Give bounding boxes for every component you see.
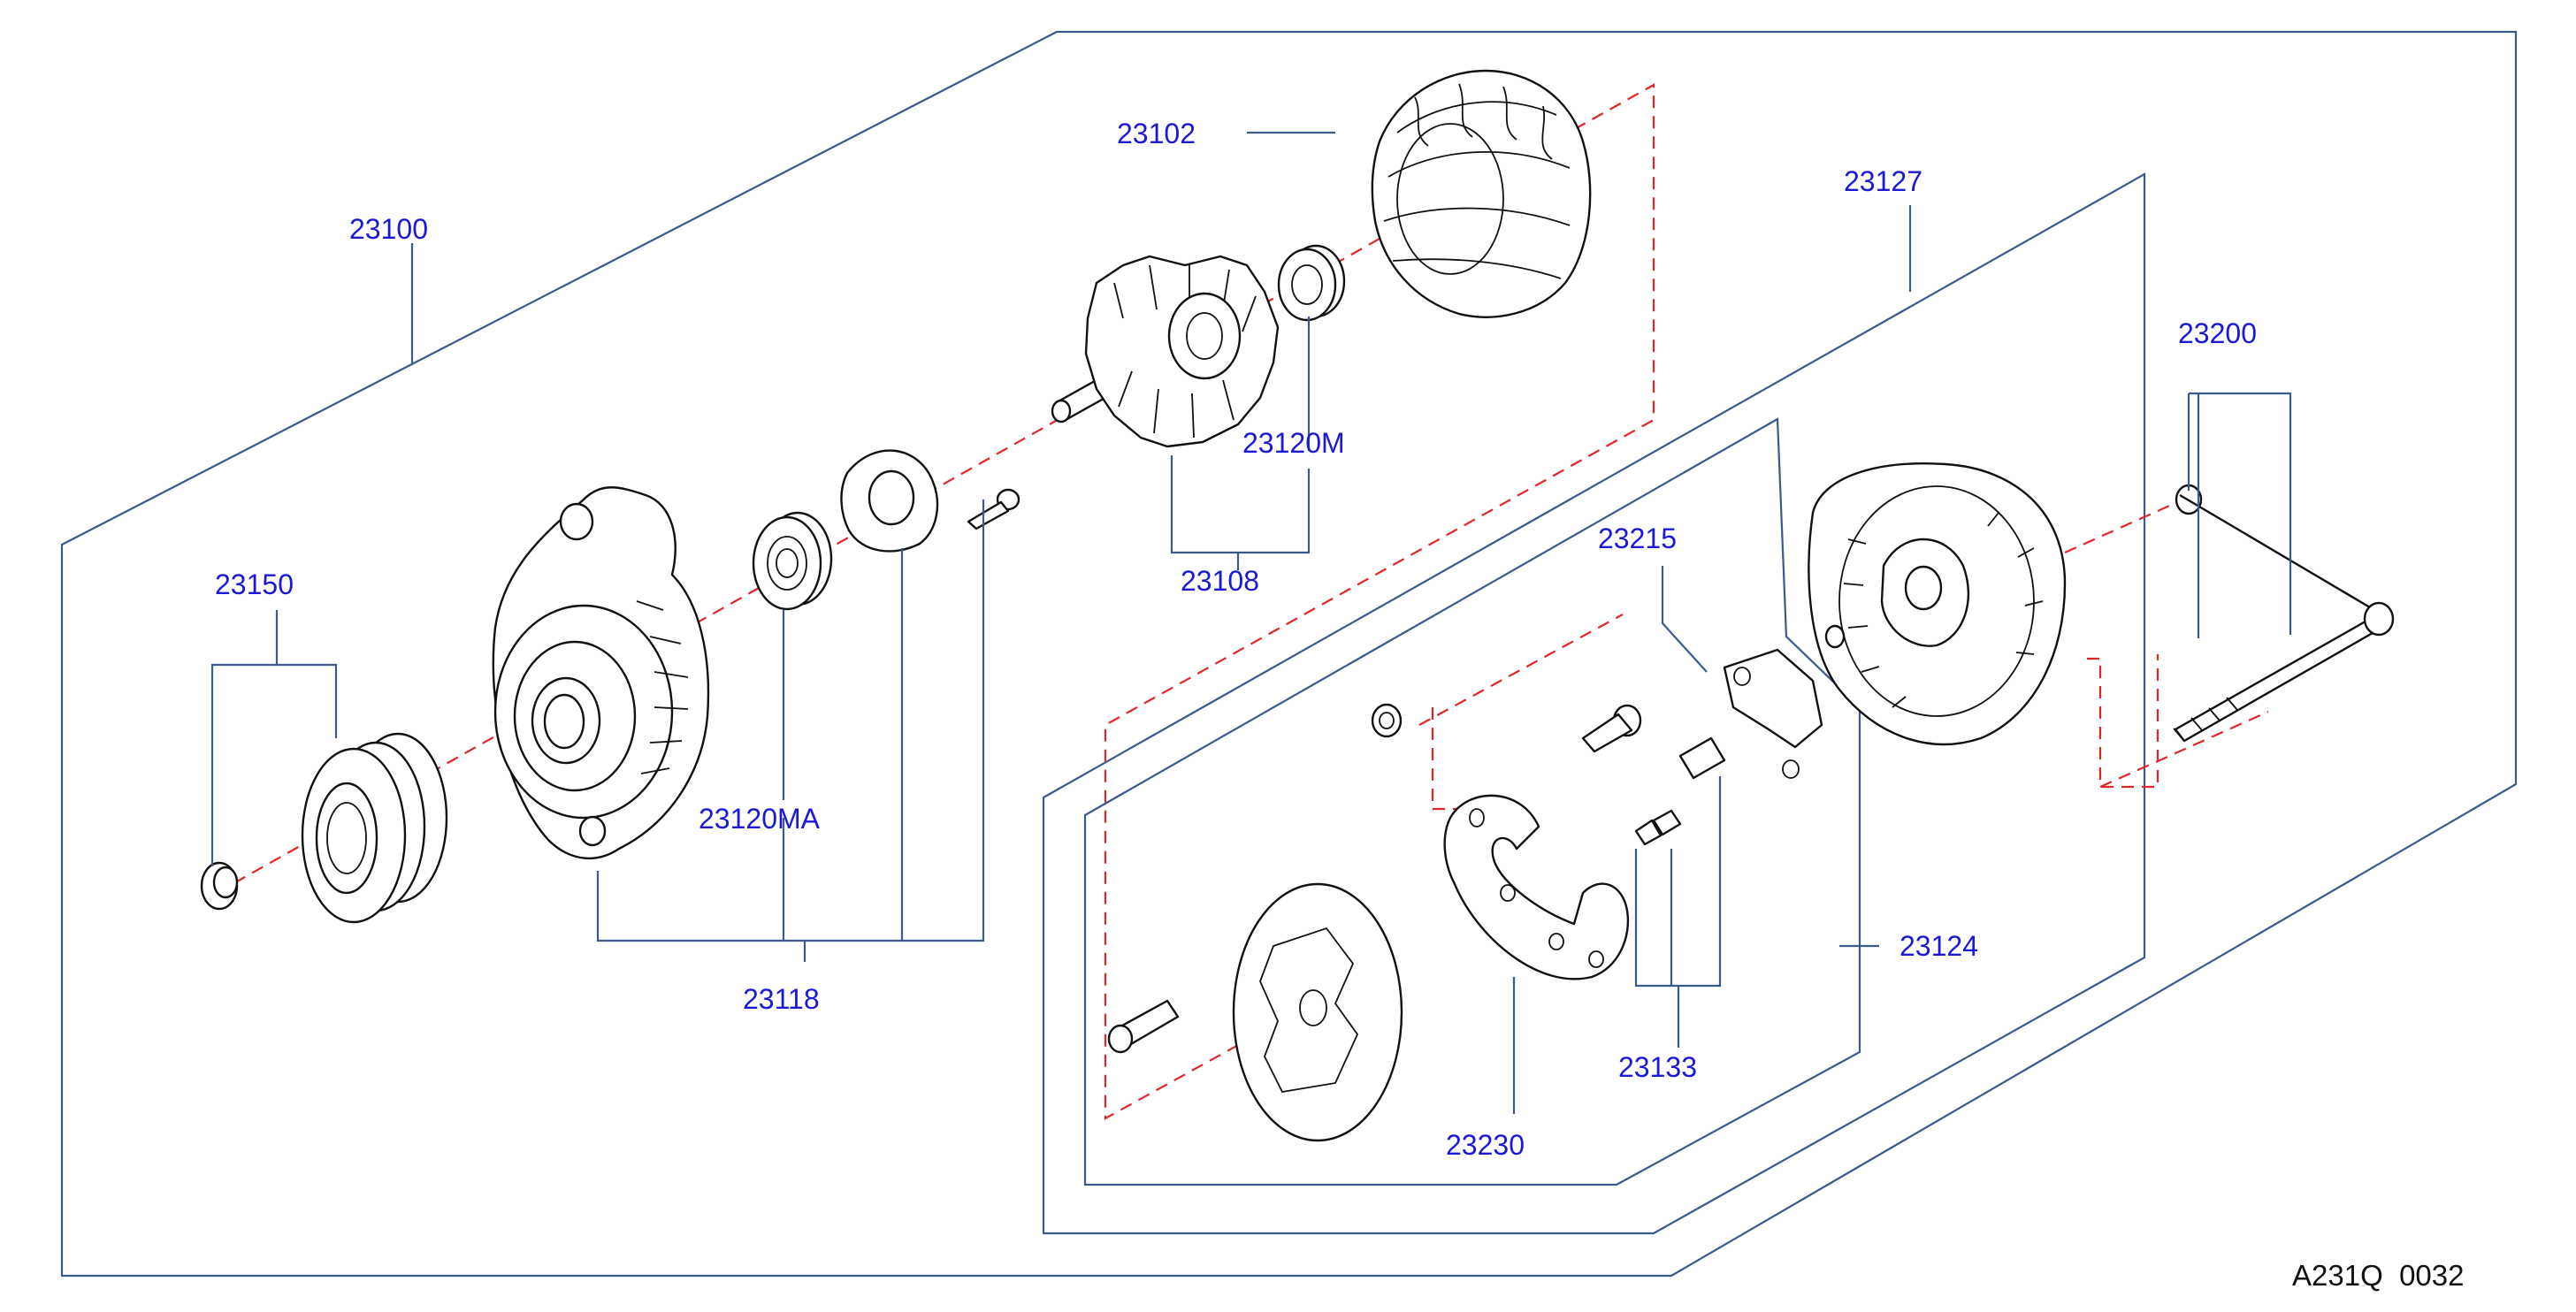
label-front-bracket-assy: 23118 [743,983,820,1015]
label-diode-assy: 23230 [1446,1129,1525,1161]
label-alternator-assy: 23100 [349,213,428,245]
stator [1371,69,1592,318]
frame-regulator [1083,417,1861,1186]
rear-cover [1808,462,2067,746]
pulley [301,732,448,924]
label-brush-holder: 23215 [1598,523,1677,554]
diode-plate [1443,794,1630,980]
label-brush: 23133 [1618,1051,1697,1083]
rotor [1051,255,1280,448]
label-regulator-assy: 23124 [1900,930,1978,962]
regulator-screw [1581,704,1642,753]
through-bolt [2173,484,2395,743]
label-rotor: 23108 [1181,565,1259,597]
label-stator: 23102 [1117,118,1196,149]
frame-rear-cover [1042,172,2146,1235]
label-pulley-set: 23150 [215,568,294,600]
retainer-plate [840,449,939,553]
label-front-bearing: 23120M [1242,427,1345,459]
front-bracket [492,486,710,860]
front-bearing [1277,244,1346,322]
diode-disk [1107,882,1403,1142]
brushes [1634,736,1726,846]
label-through-bolt-set: 23200 [2178,317,2257,349]
brush-holder [1723,648,1823,779]
rear-bearing [752,511,833,611]
retainer-screw [967,488,1020,530]
label-rear-bearing: 23120MA [699,803,821,835]
frame-alternator-assy [60,30,2518,1278]
leader-lines [210,131,2292,1114]
drawing-code: A231Q 0032 [2292,1259,2465,1292]
regulator-nut [1371,703,1403,738]
pulley-nut [200,861,239,911]
label-rear-cover: 23127 [1844,165,1922,197]
